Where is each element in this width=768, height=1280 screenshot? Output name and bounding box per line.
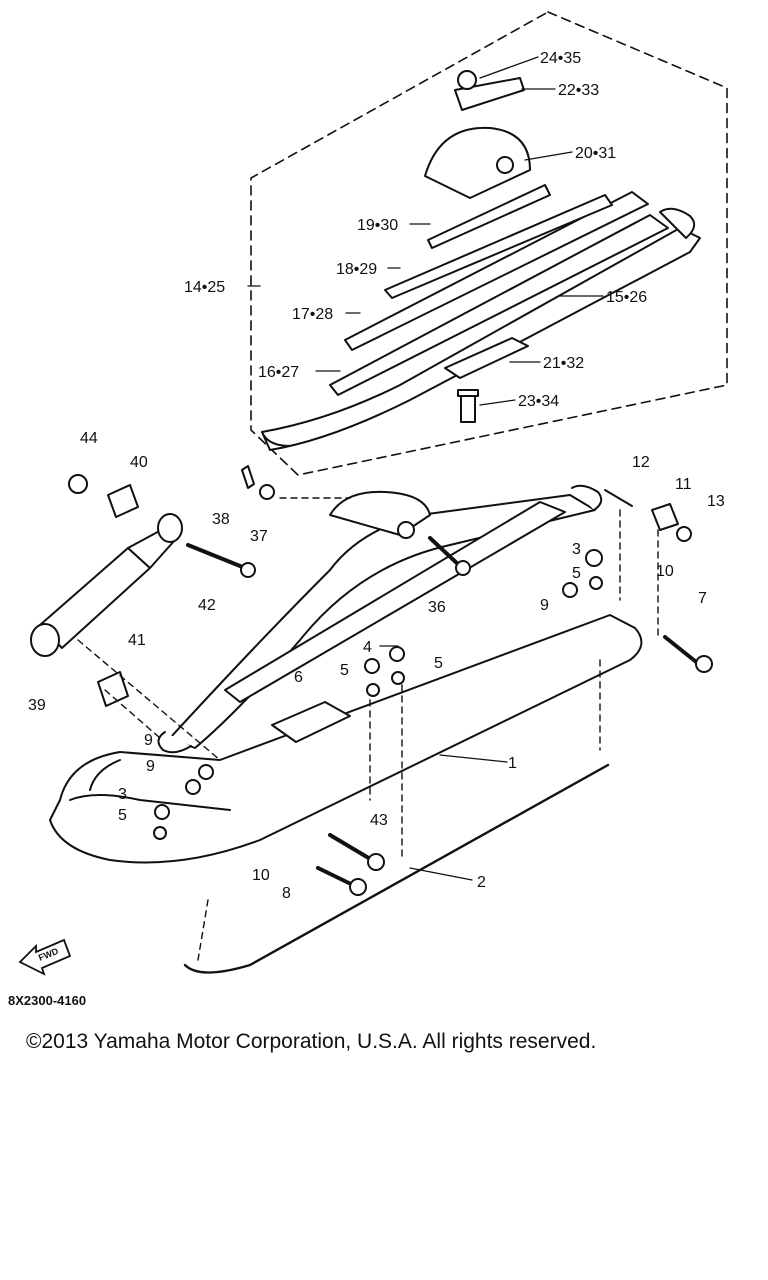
callout-6: 6: [294, 669, 303, 686]
callout-18-29: 18•29: [336, 261, 377, 278]
callout-23-34: 23•34: [518, 393, 559, 410]
assembly-guide-lines: [77, 497, 659, 961]
callout-9-lower-a: 9: [144, 732, 153, 749]
callout-7: 7: [698, 590, 707, 607]
callout-16-27: 16•27: [258, 364, 299, 381]
callout-9-lower-b: 9: [146, 758, 155, 775]
callout-22-33: 22•33: [558, 82, 599, 99]
spring-bracket-bottom: [444, 337, 529, 423]
callout-13: 13: [707, 493, 725, 510]
callout-5-mid-left: 5: [340, 662, 349, 679]
spring-group-outline: [250, 11, 728, 476]
callout-8: 8: [282, 885, 291, 902]
callout-10-lower: 10: [252, 867, 270, 884]
callout-38: 38: [212, 511, 230, 528]
shock-absorber: [30, 484, 256, 707]
callout-4: 4: [363, 639, 372, 656]
callout-14-25: 14•25: [184, 279, 225, 296]
callout-5-lower: 5: [118, 807, 127, 824]
callout-3-upper: 3: [572, 541, 581, 558]
callout-39: 39: [28, 697, 46, 714]
callout-40: 40: [130, 454, 148, 471]
callout-17-28: 17•28: [292, 306, 333, 323]
callout-41: 41: [128, 632, 146, 649]
callout-1: 1: [508, 755, 517, 772]
callout-20-31: 20•31: [575, 145, 616, 162]
assembled-spring: [157, 484, 603, 754]
callout-5-upper: 5: [572, 565, 581, 582]
drawing-code: 8X2300-4160: [8, 993, 87, 1008]
callout-9-upper: 9: [540, 597, 549, 614]
callout-10-upper: 10: [656, 563, 674, 580]
callout-2: 2: [477, 874, 486, 891]
callout-12: 12: [632, 454, 650, 471]
forward-arrow-icon: FWD: [18, 938, 72, 976]
callout-24-35: 24•35: [540, 50, 581, 67]
saddle-bracket: [271, 701, 351, 743]
callout-3-lower: 3: [118, 786, 127, 803]
exploded-spring-leaves: [261, 184, 701, 451]
ski-body: [49, 614, 643, 864]
hardware-parts: [68, 465, 713, 896]
callout-5-mid-right: 5: [434, 655, 443, 672]
copyright-notice: ©2013 Yamaha Motor Corporation, U.S.A. A…: [26, 1030, 597, 1053]
callout-21-32: 21•32: [543, 355, 584, 372]
callout-19-30: 19•30: [357, 217, 398, 234]
wear-bar: [183, 763, 610, 974]
callout-37: 37: [250, 528, 268, 545]
callout-44: 44: [80, 430, 98, 447]
callout-43: 43: [370, 812, 388, 829]
callout-15-26: 15•26: [606, 289, 647, 306]
callout-36: 36: [428, 599, 446, 616]
callout-42: 42: [198, 597, 216, 614]
callout-labels: 24•35 22•33 20•31 19•30 18•29 14•25 17•2…: [28, 50, 725, 902]
ski-assembly-diagram: FWD 24•35 22•33 20•31 19•30 18•29 14•25 …: [18, 11, 728, 976]
leader-lines: [247, 56, 604, 881]
callout-11: 11: [675, 476, 692, 493]
spring-clamp-top: [424, 70, 531, 199]
